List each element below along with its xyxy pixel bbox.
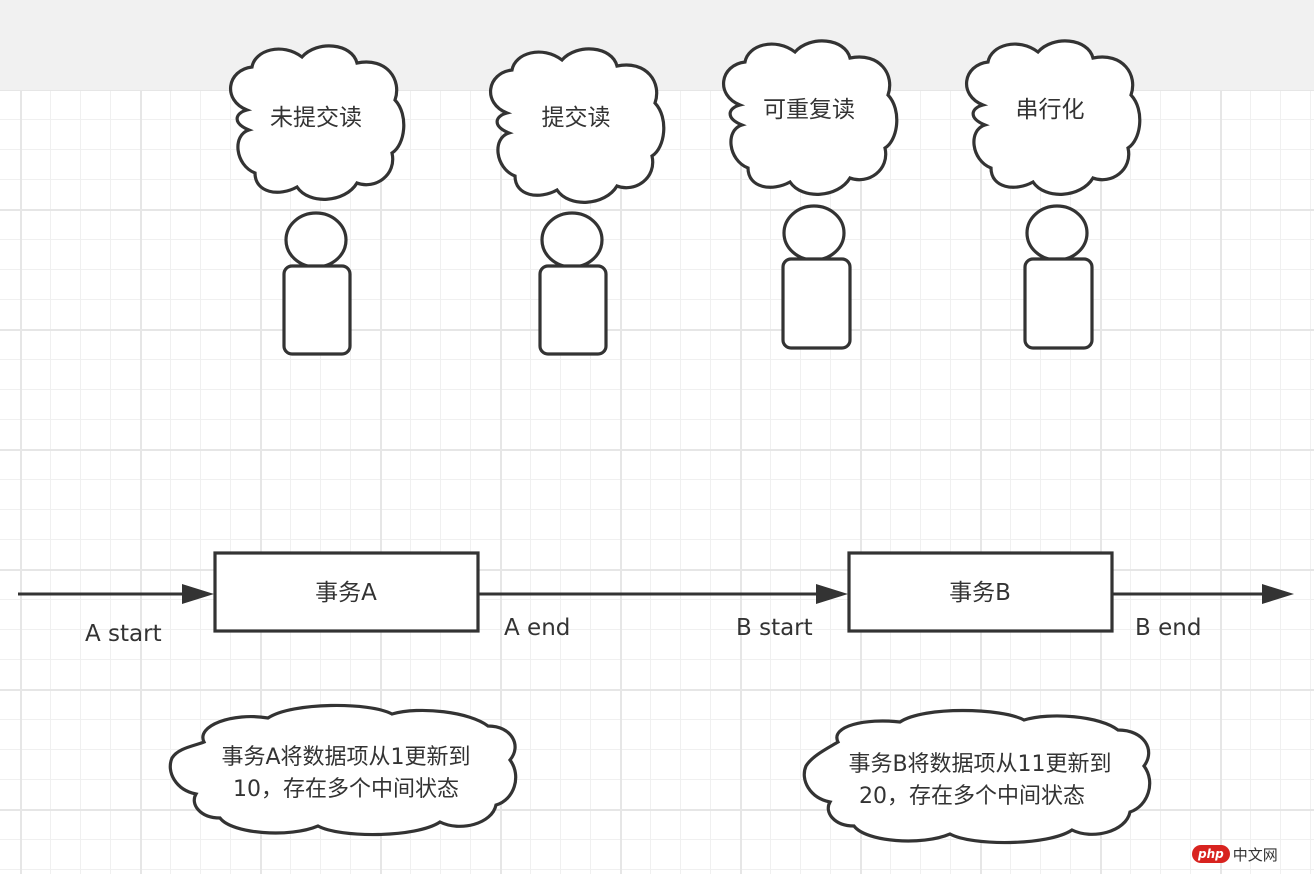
actor-head-icon	[1025, 204, 1089, 262]
transaction-a-box[interactable]: 事务A	[213, 551, 480, 633]
actor-figure-2[interactable]	[538, 211, 608, 356]
note-line-1: 事务B将数据项从11更新到	[848, 752, 1111, 777]
php-logo-icon: php	[1192, 845, 1230, 863]
note-line-1: 事务A将数据项从1更新到	[221, 745, 470, 770]
note-cloud-transaction-b[interactable]: 事务B将数据项从11更新到 20，存在多个中间状态	[802, 708, 1152, 845]
note-line-2: 20，存在多个中间状态	[859, 784, 1085, 809]
transaction-b-box[interactable]: 事务B	[847, 551, 1114, 633]
transaction-a-label: 事务A	[315, 580, 377, 606]
cloud-serializable[interactable]: 串行化	[964, 39, 1142, 196]
arrow-head-icon	[816, 584, 848, 604]
actor-body-icon	[781, 257, 852, 350]
actor-head-icon	[540, 211, 604, 269]
cloud-label: 未提交读	[270, 105, 362, 131]
actor-head-icon	[782, 204, 846, 262]
actor-figure-3[interactable]	[781, 204, 852, 350]
cloud-read-committed[interactable]: 提交读	[488, 47, 666, 204]
actor-figure-4[interactable]	[1023, 204, 1094, 350]
actor-head-icon	[284, 211, 348, 269]
note-line-2: 10，存在多个中间状态	[233, 777, 459, 802]
actor-body-icon	[1023, 257, 1094, 350]
cloud-label: 可重复读	[763, 97, 855, 123]
a-start-label: A start	[85, 621, 162, 647]
actor-body-icon	[538, 264, 608, 356]
cloud-label: 提交读	[542, 105, 611, 131]
actor-body-icon	[282, 264, 352, 356]
cloud-repeatable-read[interactable]: 可重复读	[721, 39, 899, 196]
arrow-head-icon	[1262, 584, 1294, 604]
watermark-text: 中文网	[1232, 845, 1278, 864]
cloud-read-uncommitted[interactable]: 未提交读	[228, 44, 406, 201]
note-cloud-transaction-a[interactable]: 事务A将数据项从1更新到 10，存在多个中间状态	[168, 703, 518, 837]
arrow-head-icon	[182, 584, 214, 604]
watermark-logo: php 中文网	[1192, 843, 1278, 865]
cloud-label: 串行化	[1016, 97, 1085, 123]
timeline	[18, 584, 1294, 604]
actor-figure-1[interactable]	[282, 211, 352, 356]
b-end-label: B end	[1135, 615, 1201, 641]
b-start-label: B start	[736, 615, 813, 641]
a-end-label: A end	[504, 615, 570, 641]
transaction-b-label: 事务B	[949, 580, 1011, 606]
